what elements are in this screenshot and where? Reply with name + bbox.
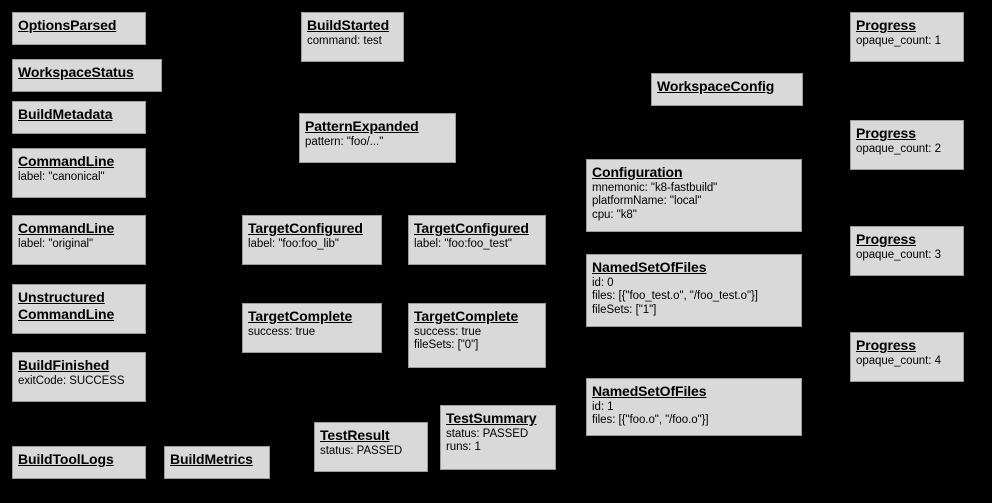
event-node-title: BuildStarted	[307, 17, 390, 33]
event-node-title: NamedSetOfFiles	[592, 383, 707, 399]
event-node-fields: opaque_count: 2	[856, 142, 941, 155]
event-node-title: BuildMetrics	[170, 451, 253, 467]
event-node-title: Unstructured CommandLine	[18, 289, 115, 322]
event-node-fields: opaque_count: 1	[856, 34, 941, 47]
event-node-fields: status: PASSED	[320, 444, 403, 457]
event-node-fields: command: test	[307, 34, 382, 47]
event-node-title: BuildToolLogs	[18, 451, 114, 467]
event-node-title: CommandLine	[18, 153, 115, 169]
event-node-title: Progress	[856, 231, 916, 247]
event-node-title: BuildMetadata	[18, 106, 113, 122]
event-node-fields: opaque_count: 4	[856, 354, 941, 367]
event-node-title: TargetConfigured	[248, 220, 363, 236]
event-node-fields: exitCode: SUCCESS	[18, 374, 125, 387]
event-node-title: TestSummary	[446, 410, 537, 426]
event-node-title: BuildFinished	[18, 357, 110, 373]
event-node-fields: success: true fileSets: ["0"]	[414, 325, 482, 352]
event-node-title: WorkspaceStatus	[18, 64, 134, 80]
event-node-title: Progress	[856, 337, 916, 353]
event-node-title: PatternExpanded	[305, 118, 419, 134]
event-node-build-tool-logs[interactable]: BuildToolLogs	[12, 446, 146, 479]
event-node-title: OptionsParsed	[18, 17, 117, 33]
event-node-title: Progress	[856, 125, 916, 141]
event-node-fields: label: "foo:foo_lib"	[248, 237, 339, 250]
event-node-title: CommandLine	[18, 220, 115, 236]
event-node-fields: id: 1 files: [{"foo.o", "/foo.o"}]	[592, 400, 709, 427]
event-node-title: WorkspaceConfig	[657, 78, 775, 94]
event-node-fields: pattern: "foo/..."	[305, 135, 384, 148]
event-node-workspace-config[interactable]: WorkspaceConfig	[651, 73, 803, 106]
event-node-title: TargetConfigured	[414, 220, 529, 236]
event-node-unstructured-command-line[interactable]: Unstructured CommandLine	[12, 284, 146, 334]
event-node-title: Configuration	[592, 164, 683, 180]
event-node-workspace-status[interactable]: WorkspaceStatus	[12, 59, 162, 92]
event-node-build-metadata[interactable]: BuildMetadata	[12, 101, 146, 134]
event-node-fields: label: "canonical"	[18, 170, 105, 183]
event-node-fields: id: 0 files: [{"foo_test.o", "/foo_test.…	[592, 276, 758, 316]
event-node-fields: opaque_count: 3	[856, 248, 941, 261]
event-node-title: TargetComplete	[414, 308, 519, 324]
event-node-options-parsed[interactable]: OptionsParsed	[12, 12, 146, 45]
event-node-fields: mnemonic: "k8-fastbuild" platformName: "…	[592, 181, 718, 221]
event-node-fields: label: "foo:foo_test"	[414, 237, 512, 250]
event-node-fields: success: true	[248, 325, 316, 338]
event-node-fields: status: PASSED runs: 1	[446, 427, 529, 454]
event-node-title: TestResult	[320, 427, 390, 443]
event-node-title: TargetComplete	[248, 308, 353, 324]
event-node-title: Progress	[856, 17, 916, 33]
event-node-fields: label: "original"	[18, 237, 94, 250]
event-node-build-metrics[interactable]: BuildMetrics	[164, 446, 270, 479]
event-node-title: NamedSetOfFiles	[592, 259, 707, 275]
